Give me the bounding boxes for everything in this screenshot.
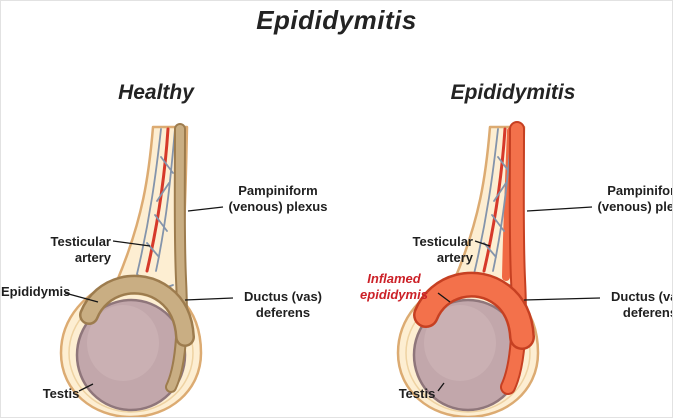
panel-healthy: Pampiniform (venous) plexus Testicular a…: [1, 119, 337, 417]
label-epididymis: Epididymis: [1, 284, 71, 299]
page-title: Epididymitis: [256, 5, 417, 35]
label-testicular-artery: Testicular artery: [412, 234, 473, 265]
label-inflamed-epididymis: Inflamed epididymis: [360, 271, 428, 302]
epididymitis-illustration: [396, 121, 601, 417]
label-testicular-artery: Testicular artery: [50, 234, 111, 265]
heading-epididymitis: Epididymitis: [450, 81, 576, 104]
testicular-artery-line: [145, 127, 170, 273]
testis-highlight: [87, 305, 159, 381]
inflamed-epididymis-shape: [415, 274, 533, 348]
epididymis-shape: [81, 277, 193, 345]
label-testis: Testis: [398, 386, 436, 401]
label-ductus-deferens: Ductus (vas) deferens: [243, 289, 323, 320]
pampiniform-veins: [136, 128, 176, 289]
pointer-lines: [437, 206, 601, 392]
label-pampiniform: Pampiniform (venous) plexus: [228, 183, 328, 214]
label-pampiniform: Pampiniform (venous) plexus: [597, 183, 673, 214]
label-testis: Testis: [42, 386, 80, 401]
pampiniform-veins: [473, 128, 513, 289]
pointer-lines: [64, 206, 234, 392]
heading-healthy: Healthy: [118, 81, 194, 104]
ductus-deferens-tube: [502, 123, 525, 393]
testis-highlight: [424, 305, 496, 381]
ductus-deferens-tube: [167, 125, 186, 391]
label-ductus-deferens: Ductus (vas) deferens: [610, 289, 673, 320]
testicular-artery-line: [482, 127, 507, 273]
panel-epididymitis: Pampiniform (venous) plexus Testicular a…: [338, 119, 673, 417]
healthy-illustration: [59, 123, 234, 417]
